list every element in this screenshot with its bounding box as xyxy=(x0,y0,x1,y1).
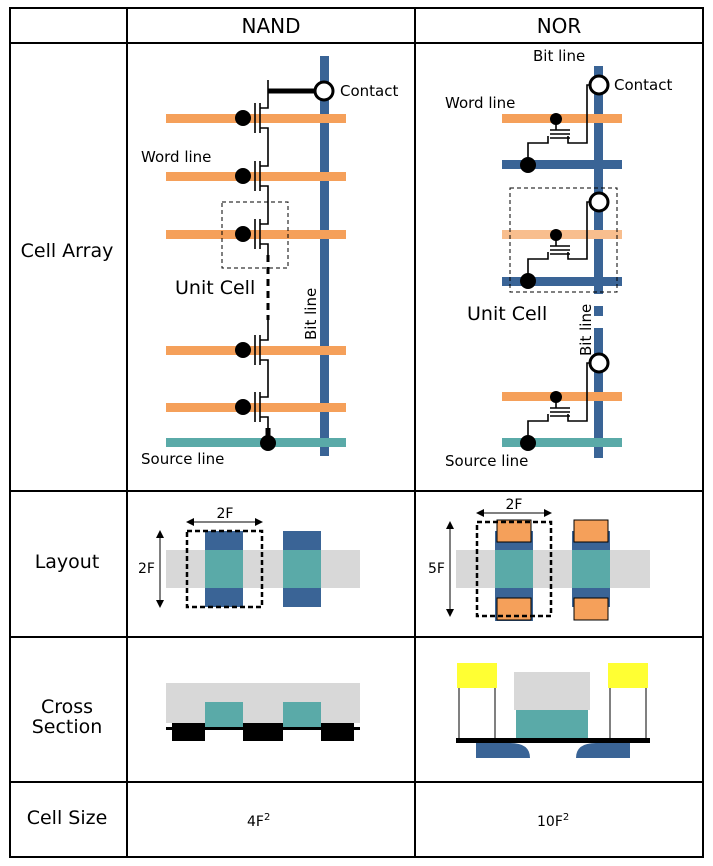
header-nor: NOR xyxy=(537,14,582,38)
nor-cell-size-exp: 2 xyxy=(563,812,569,823)
nor-source-line xyxy=(502,438,622,447)
nor-cross-section xyxy=(456,663,650,758)
nand-layout: 2F 2F xyxy=(138,506,360,609)
nor-bit-line xyxy=(594,66,603,294)
nand-word-line xyxy=(166,172,346,181)
nand-gate-dot xyxy=(235,110,251,126)
nor-gate-dot xyxy=(550,391,562,403)
nand-gate-dot xyxy=(235,399,251,415)
nor-gate-dot xyxy=(550,229,562,241)
table-grid xyxy=(9,7,704,858)
nor-cell-size-base: 10F xyxy=(537,814,563,830)
row-label-layout: Layout xyxy=(35,551,100,573)
nor-contact xyxy=(588,191,610,213)
nand-source-dot xyxy=(260,435,276,451)
nand-word-line xyxy=(166,114,346,123)
nor-word-line-label: Word line xyxy=(445,94,515,112)
nor-bit-line-top-label: Bit line xyxy=(533,47,585,65)
nand-cell-size: 4F2 xyxy=(247,812,270,830)
nand-bit-line-label: Bit line xyxy=(302,288,320,340)
nor-bit-line-label: Bit line xyxy=(577,304,595,356)
nand-source-line xyxy=(166,438,346,447)
nor-contact xyxy=(588,74,610,96)
nor-source-line xyxy=(502,160,622,169)
nor-contact xyxy=(588,352,610,374)
nor-word-line xyxy=(502,392,622,401)
nor-contact-label: Contact xyxy=(614,76,672,94)
nand-word-line xyxy=(166,230,346,239)
nor-gate-dot xyxy=(550,113,562,125)
nor-cell-size: 10F2 xyxy=(537,812,569,830)
nand-unit-cell-box xyxy=(221,201,289,269)
nand-contact xyxy=(313,80,335,102)
nor-source-dot xyxy=(520,273,536,289)
nand-gate-dot xyxy=(235,226,251,242)
nor-unit-cell-label: Unit Cell xyxy=(467,303,547,325)
nor-layout-width-label: 2F xyxy=(506,497,523,513)
nor-source-dot xyxy=(520,157,536,173)
nor-bit-line-dash xyxy=(594,306,603,316)
row-label-section: Section xyxy=(32,716,103,738)
nand-gate-dot xyxy=(235,342,251,358)
nor-source-dot xyxy=(520,435,536,451)
nand-word-line-label: Word line xyxy=(141,148,211,166)
nand-word-line xyxy=(166,403,346,412)
nor-word-line-light xyxy=(502,230,622,239)
nand-source-line-label: Source line xyxy=(141,450,224,468)
nor-layout-height-label: 5F xyxy=(428,561,445,577)
nand-layout-unit-box xyxy=(185,529,264,609)
nor-cell-array: Bit line Contact Word line Unit Cell Bit… xyxy=(445,47,672,470)
nor-layout-unit-box xyxy=(475,520,553,618)
row-label-cell-size: Cell Size xyxy=(27,807,108,829)
row-label-cross: Cross xyxy=(41,696,93,718)
nand-contact-label: Contact xyxy=(340,82,398,100)
nand-cross-section xyxy=(166,683,360,741)
nor-layout: 2F 5F xyxy=(428,497,650,621)
nand-layout-height-label: 2F xyxy=(138,561,155,577)
svg-text:4F2: 4F2 xyxy=(247,812,270,830)
header-nand: NAND xyxy=(241,14,300,38)
nand-cell-array: Contact Word line Unit Cell Bit line Sou… xyxy=(141,56,398,468)
nand-cell-size-exp: 2 xyxy=(264,812,270,823)
nand-bit-line xyxy=(320,56,329,456)
nor-source-line-label: Source line xyxy=(445,452,528,470)
nor-word-line xyxy=(502,114,622,123)
nand-layout-width-label: 2F xyxy=(217,506,234,522)
row-label-cell-array: Cell Array xyxy=(21,240,114,262)
nor-source-line xyxy=(502,277,622,286)
nand-gate-dot xyxy=(235,168,251,184)
nand-word-line xyxy=(166,346,346,355)
nand-cell-size-base: 4F xyxy=(247,814,264,830)
svg-text:10F2: 10F2 xyxy=(537,812,569,830)
nand-unit-cell-label: Unit Cell xyxy=(175,277,255,299)
